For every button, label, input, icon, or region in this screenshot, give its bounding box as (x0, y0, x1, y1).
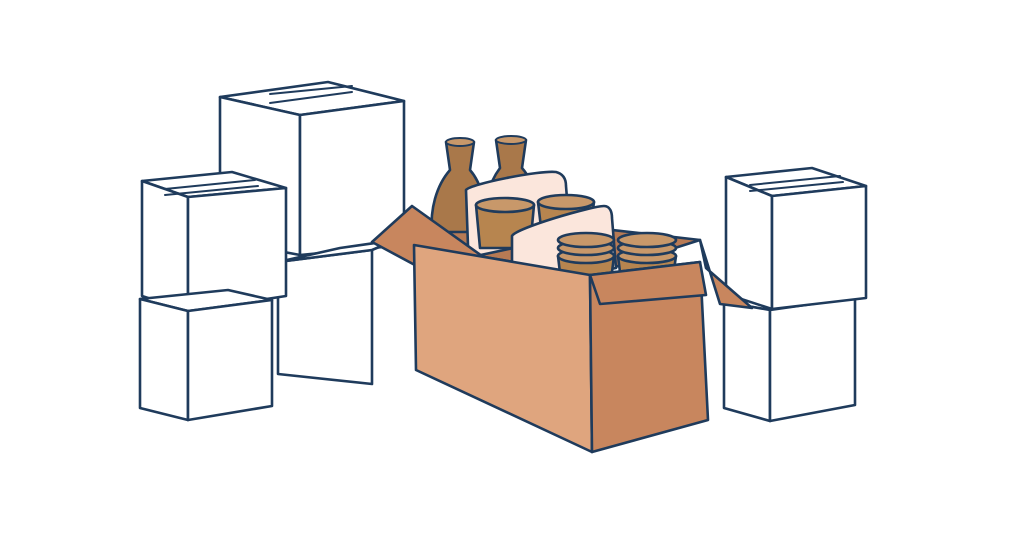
right-top-box (724, 166, 868, 311)
left-bottom-box (138, 288, 274, 422)
open-box-front (412, 243, 594, 454)
open-box-flap-right (698, 238, 754, 310)
left-middle-box (276, 238, 398, 386)
open-box-flap-front (588, 260, 708, 306)
right-bottom-box (722, 288, 857, 423)
left-top-small-box (140, 170, 288, 313)
